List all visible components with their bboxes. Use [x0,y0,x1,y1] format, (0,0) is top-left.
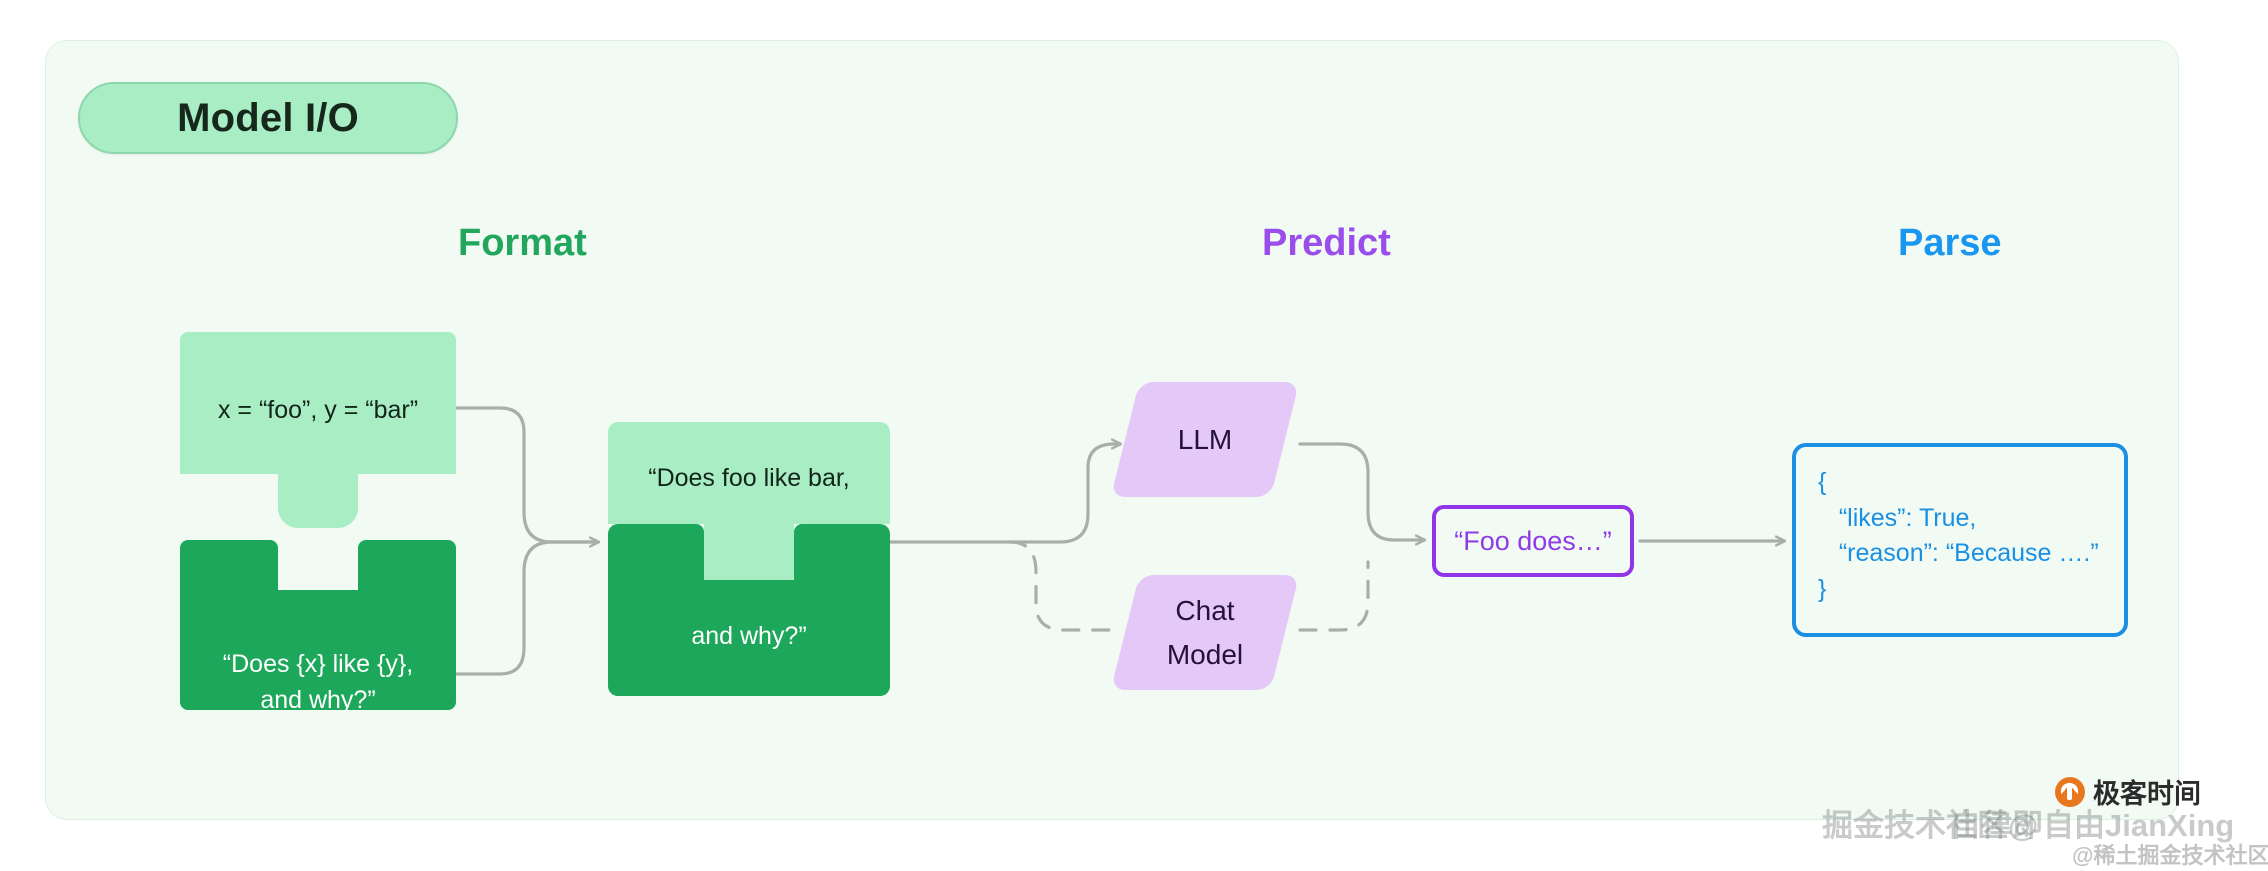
puzzle-shape-template [180,540,456,710]
geekbang-brand-name: 极客时间 [2093,779,2201,809]
model-label-llm: LLM [1177,423,1233,455]
puzzle-shape-combined-bottom [608,524,890,696]
puzzle-piece-combined-bottom: and why?” [608,524,890,696]
stage-header-format: Format [458,222,587,264]
model-output-box: “Foo does…” [1432,505,1634,577]
panel-title-pill: Model I/O [78,82,458,154]
parsed-json-box: { “likes”: True, “reason”: “Because ….” … [1792,443,2128,637]
puzzle-shape-variables [180,332,456,528]
model-output-text: “Foo does…” [1454,525,1612,556]
watermark-overlay-bottom: @稀土掘金技术社区 [2072,843,2268,868]
model-node-llm[interactable]: LLM [1110,382,1300,497]
puzzle-piece-template: “Does {x} like {y}, and why?” [180,540,456,714]
page-title: Model I/O [177,95,359,140]
stage-header-predict: Predict [1262,222,1391,264]
parsed-json-text: { “likes”: True, “reason”: “Because ….” … [1818,468,2099,603]
puzzle-piece-variables: x = “foo”, y = “bar” [180,332,456,528]
watermark-overlay-right: 自律即自由JianXing [1950,808,2235,843]
watermark-overlay-left: 掘金技术社区@ [1822,808,2039,843]
model-node-chat-model[interactable]: Chat Model [1110,575,1300,690]
model-label-chat-model: Chat Model [1166,595,1244,670]
geekbang-logo-icon [2055,776,2085,807]
puzzle-shape-combined-top [608,422,890,580]
stage-header-parse: Parse [1898,222,2002,264]
geekbang-watermark: 极客时间 [2055,772,2201,811]
